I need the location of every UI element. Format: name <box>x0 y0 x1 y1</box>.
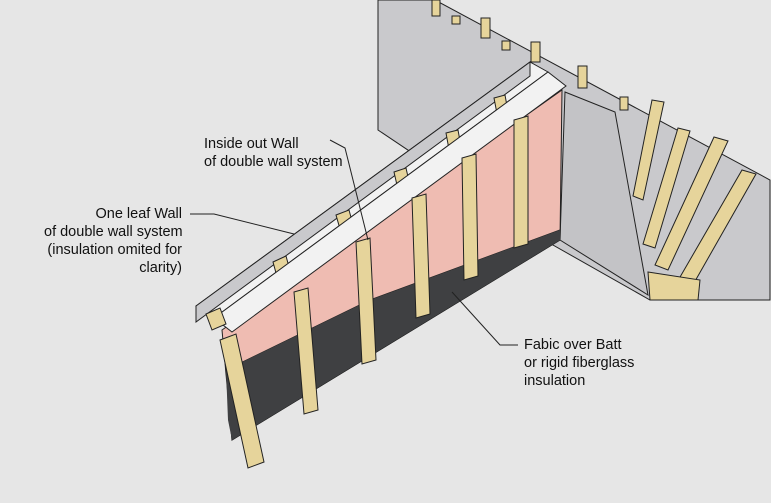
label-fabric-insulation: Fabic over Batt or rigid fiberglass insu… <box>524 336 634 390</box>
front-board-edge <box>213 71 567 333</box>
label-line: Fabic over Batt <box>524 337 622 353</box>
label-line: of double wall system <box>204 154 343 170</box>
label-line: clarity) <box>139 260 182 276</box>
label-line: Inside out Wall <box>204 136 299 152</box>
return-wall-board <box>559 91 649 297</box>
leader-inside-out <box>329 139 369 241</box>
label-line: or rigid fiberglass <box>524 355 635 371</box>
label-line: (insulation omited for <box>47 242 182 258</box>
leader-fabric <box>451 291 518 346</box>
back-wall-studs <box>431 0 629 111</box>
return-wall-studs <box>632 99 757 301</box>
label-line: of double wall system <box>44 224 183 240</box>
label-line: One leaf Wall <box>95 206 183 222</box>
one-leaf-wall-face <box>195 61 531 323</box>
label-one-leaf-wall: One leaf Wall of double wall system (ins… <box>44 205 183 277</box>
leader-one-leaf <box>190 213 295 235</box>
leader-lines <box>190 139 518 346</box>
front-wall-studs <box>205 115 529 469</box>
label-line: insulation <box>524 373 586 389</box>
label-inside-out-wall: Inside out Wall of double wall system <box>204 135 343 171</box>
